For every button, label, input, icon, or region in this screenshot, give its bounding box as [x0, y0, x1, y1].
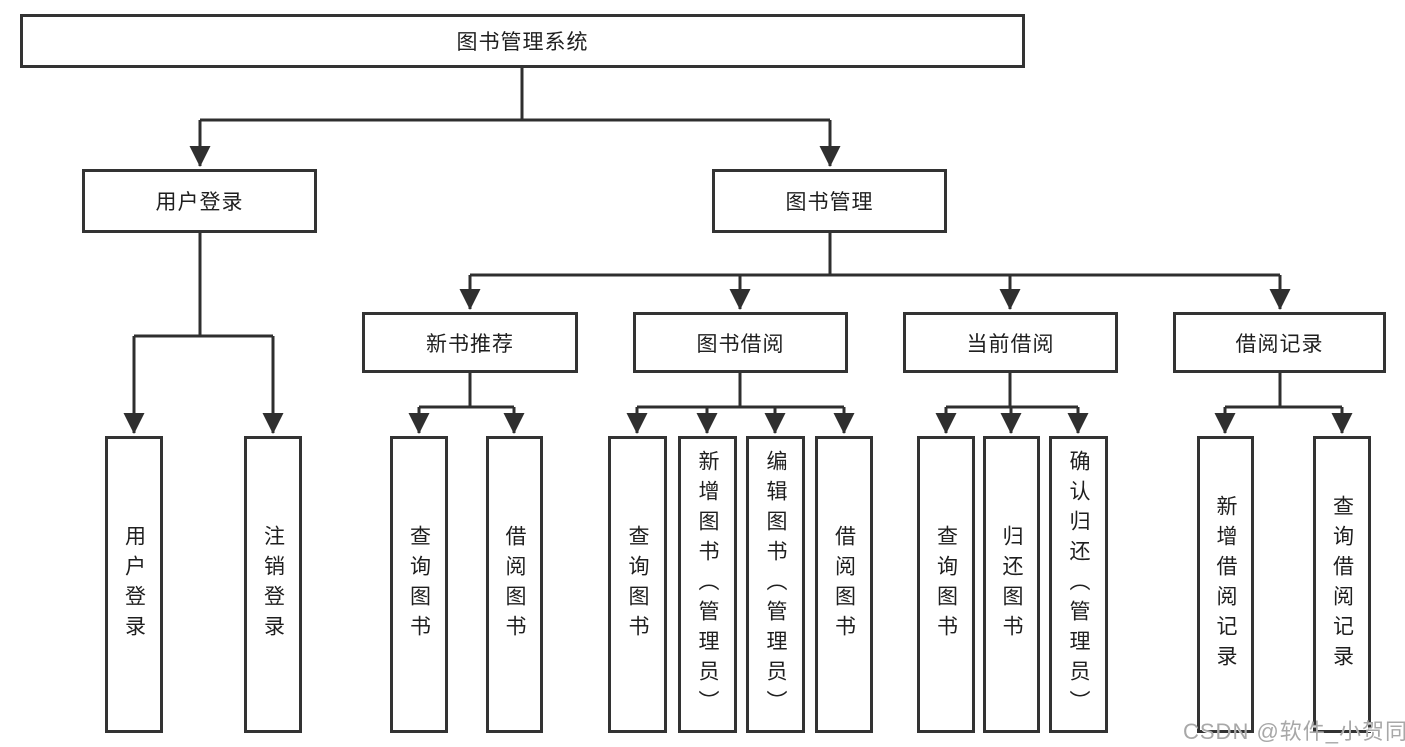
csdn-watermark: CSDN @软件_小贺同学: [1183, 719, 1405, 744]
leaf-add-books-admin: 新增图书（管理员）: [678, 436, 737, 733]
node-book-management: 图书管理: [712, 169, 947, 233]
leaf-confirm-return-admin: 确认归还（管理员）: [1049, 436, 1108, 733]
connector-user-login-children: [123, 233, 284, 435]
node-user-login: 用户登录: [82, 169, 317, 233]
leaf-edit-books-admin: 编辑图书（管理员）: [746, 436, 805, 733]
node-label: 图书管理系统: [456, 31, 589, 54]
connector-root-to-level2: [189, 68, 841, 168]
node-borrow-records: 借阅记录: [1173, 312, 1386, 373]
leaf-label: 借阅图书: [503, 524, 526, 645]
connector-current-borrow-children: [935, 373, 1089, 435]
leaf-label: 借阅图书: [832, 524, 856, 645]
node-new-book-recommend: 新书推荐: [362, 312, 578, 373]
connector-new-book-children: [408, 373, 525, 435]
leaf-logout: 注销登录: [244, 436, 302, 733]
leaf-label: 注销登录: [261, 524, 285, 645]
leaf-label: 确认归还（管理员）: [1067, 449, 1090, 720]
node-label: 图书管理: [785, 191, 874, 214]
leaf-add-borrow-record: 新增借阅记录: [1197, 436, 1254, 733]
node-label: 图书借阅: [696, 332, 785, 356]
leaf-label: 查询图书: [407, 524, 431, 645]
leaf-return-books: 归还图书: [983, 436, 1040, 733]
leaf-query-books-borrow: 查询图书: [608, 436, 667, 733]
leaf-label: 归还图书: [1000, 524, 1023, 645]
leaf-user-login: 用户登录: [105, 436, 163, 733]
leaf-label: 查询图书: [934, 524, 958, 645]
node-book-borrow: 图书借阅: [633, 312, 848, 373]
node-label: 新书推荐: [426, 332, 514, 356]
node-label: 借阅记录: [1235, 332, 1324, 356]
leaf-label: 编辑图书（管理员）: [764, 449, 787, 720]
node-label: 当前借阅: [966, 332, 1055, 356]
node-library-system: 图书管理系统: [20, 14, 1025, 68]
leaf-borrow-books-recommend: 借阅图书: [486, 436, 543, 733]
leaf-borrow-books: 借阅图书: [815, 436, 873, 733]
leaf-query-books-current: 查询图书: [917, 436, 975, 733]
node-label: 用户登录: [155, 191, 244, 214]
leaf-query-borrow-record: 查询借阅记录: [1313, 436, 1371, 733]
node-current-borrow: 当前借阅: [903, 312, 1118, 373]
leaf-label: 用户登录: [122, 524, 146, 645]
connector-book-mgmt-children: [459, 233, 1291, 311]
connector-borrow-records-children: [1214, 373, 1353, 435]
leaf-label: 新增借阅记录: [1214, 494, 1237, 675]
connector-book-borrow-children: [626, 373, 855, 435]
leaf-label: 查询图书: [626, 524, 649, 645]
leaf-query-books-recommend: 查询图书: [390, 436, 448, 733]
leaf-label: 查询借阅记录: [1330, 494, 1354, 675]
leaf-label: 新增图书（管理员）: [696, 449, 719, 720]
